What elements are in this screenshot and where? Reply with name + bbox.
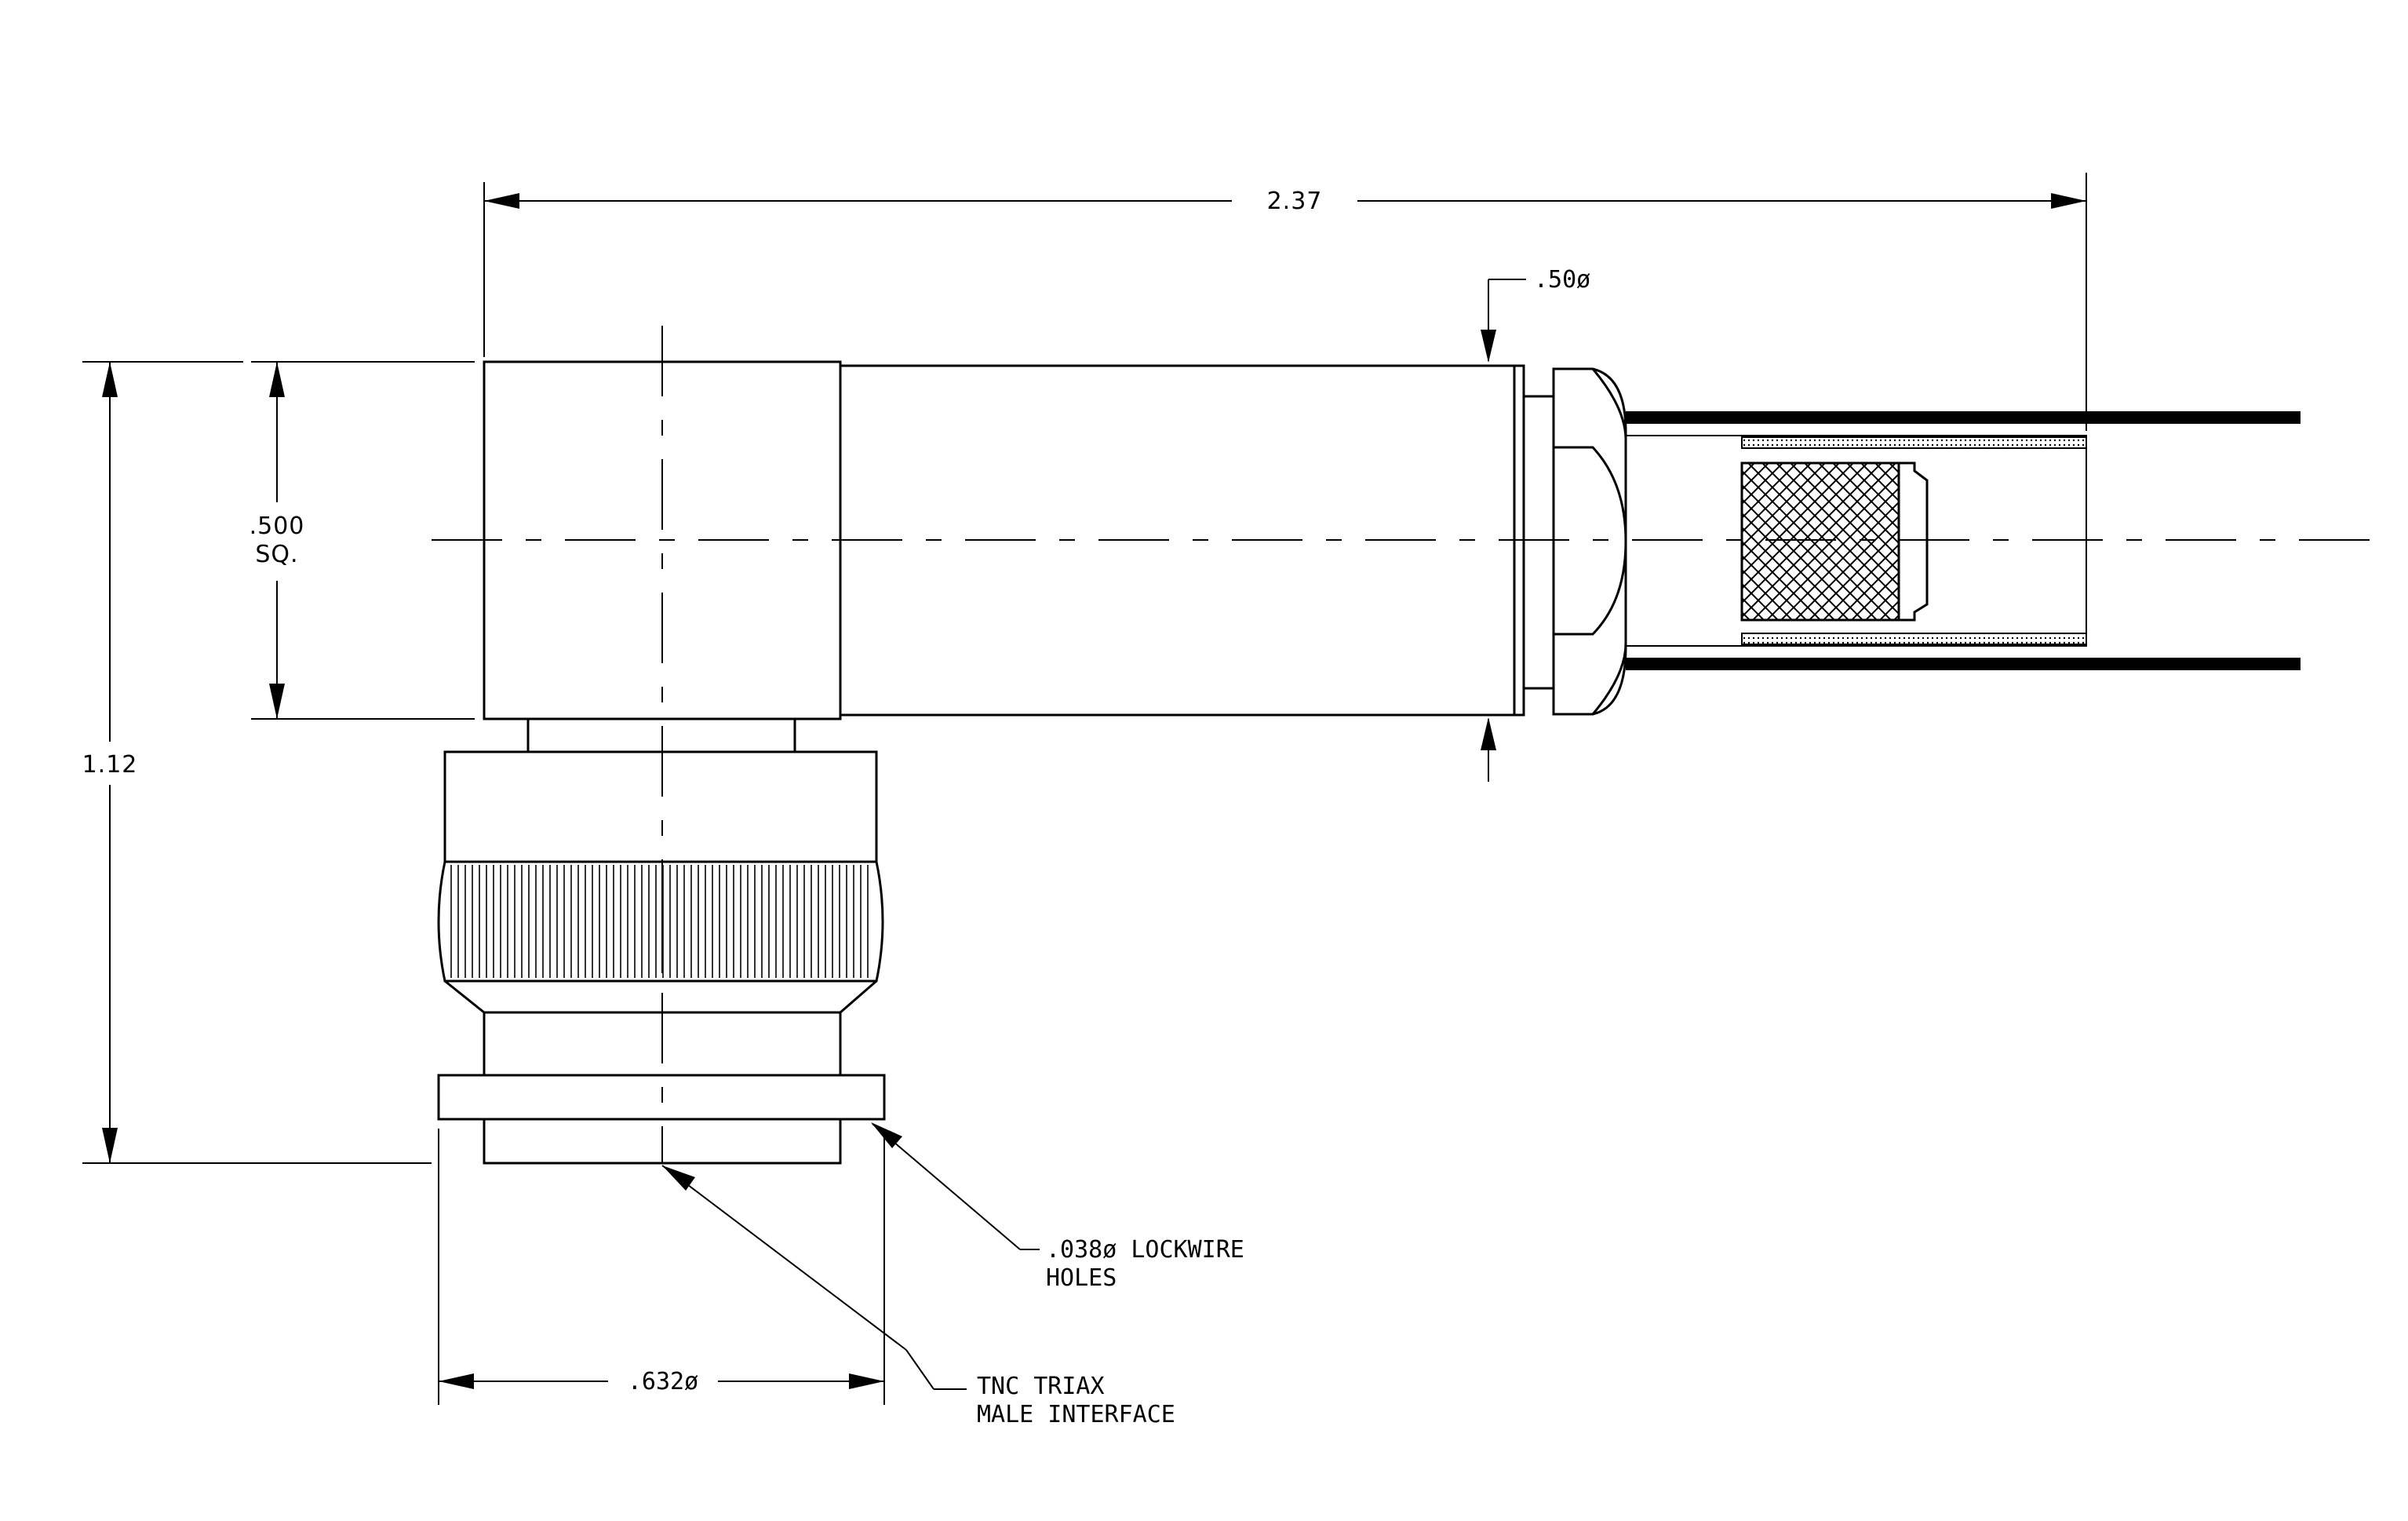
overall-height-label: 1.12: [82, 751, 138, 779]
dim-interface-diameter: .632ø: [438, 1129, 885, 1405]
square-size-label-1: .500: [250, 512, 305, 540]
interface-diameter-label: .632ø: [628, 1368, 698, 1395]
shield-top: [1741, 436, 2087, 449]
cable-diameter-label: .50ø: [1534, 266, 1590, 294]
coupling-taper: [444, 979, 877, 1014]
knurled-coupling-nut: [437, 860, 886, 1165]
interface-label-1: TNC TRIAX: [977, 1373, 1105, 1400]
ferrule-tip: [1897, 461, 1929, 622]
centerlines: [432, 326, 2385, 1163]
interface-label-2: MALE INTERFACE: [977, 1401, 1175, 1428]
shield-bottom: [1741, 633, 2087, 645]
dim-square-size: .500 SQ.: [250, 361, 475, 720]
coupling-base: [443, 750, 878, 863]
lockwire-label-1: .038ø LOCKWIRE: [1046, 1236, 1244, 1264]
square-size-label-2: SQ.: [255, 541, 298, 568]
dim-cable-diameter: .50ø: [1481, 266, 1590, 782]
nut-hex: [1552, 367, 1627, 716]
cable-section: [1625, 411, 2301, 670]
braid-crosshatch: [1740, 461, 1900, 622]
dim-overall-height: 1.12: [82, 361, 432, 1164]
lockwire-label-2: HOLES: [1046, 1264, 1117, 1292]
overall-length-label: 2.37: [1267, 188, 1323, 215]
connector-body: [443, 360, 1516, 863]
knurl-lines: [450, 865, 869, 978]
cable-jacket-bottom: [1626, 658, 2301, 670]
callout-interface: TNC TRIAX MALE INTERFACE: [661, 1165, 1175, 1428]
nut-collar: [1522, 395, 1555, 690]
cable-jacket-top: [1626, 411, 2301, 424]
dim-overall-length: 2.37: [483, 173, 2087, 431]
callout-lockwire: .038ø LOCKWIRE HOLES: [871, 1122, 1244, 1292]
